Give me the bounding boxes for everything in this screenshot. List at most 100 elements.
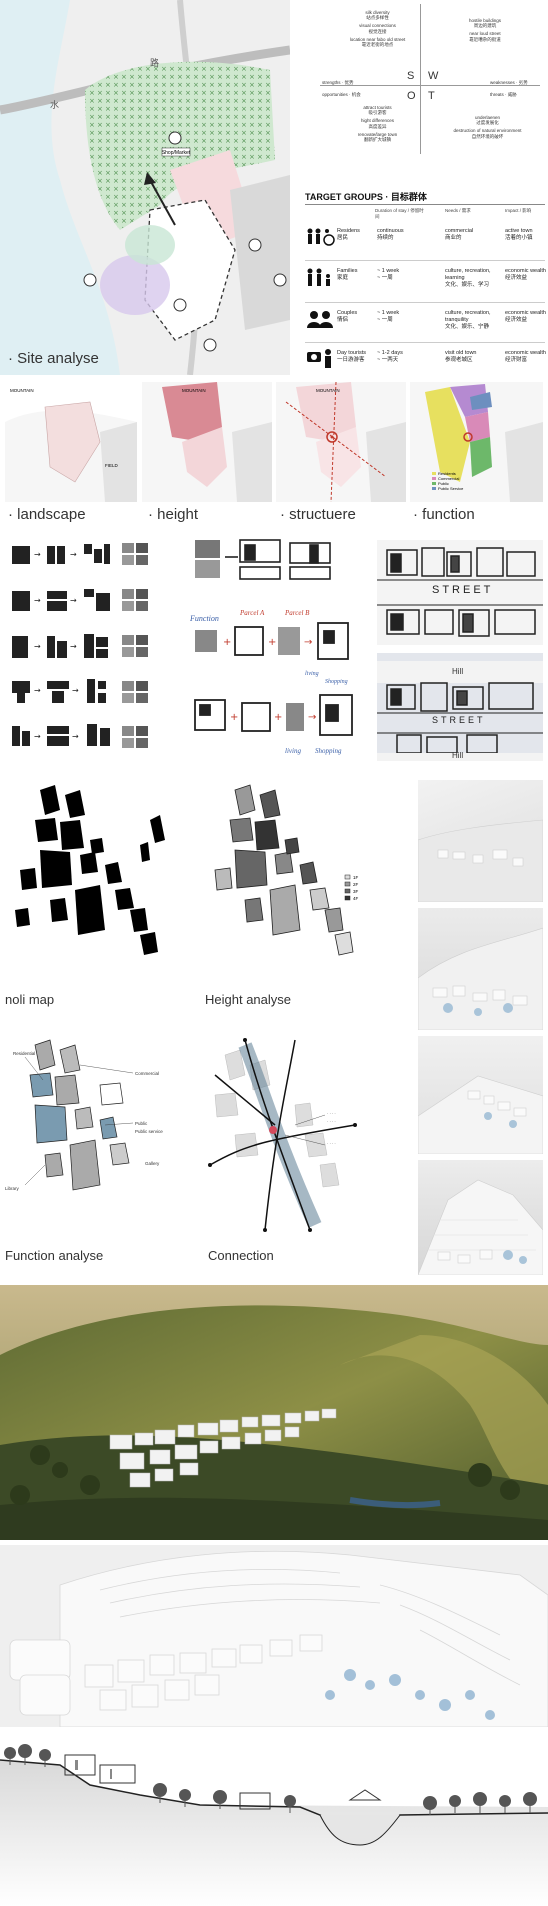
shop-marker [168, 131, 182, 145]
svg-text:Residential: Residential [13, 1051, 35, 1056]
connection-map: · · · · · · · · · · · · [205, 1035, 385, 1235]
svg-text:Parcel A: Parcel A [239, 609, 265, 617]
site-map-drawing: × Shop/Market 水 路 [0, 0, 290, 375]
noli-map [10, 780, 180, 980]
col-needs: Needs / 需求 [445, 208, 471, 213]
tourist-icon [307, 348, 337, 370]
svg-text:· · · ·: · · · · [327, 1119, 336, 1124]
site-analysis-map: × Shop/Market 水 路 · Site analyse [0, 0, 290, 375]
swot-axis-right2: threats · 威胁 [490, 92, 517, 97]
svg-text:Gallery: Gallery [145, 1161, 160, 1166]
sketches-row: → → → → → → → → → → [0, 535, 548, 765]
svg-text:→: → [304, 637, 312, 648]
height-map: MOUNTAIN [142, 382, 272, 502]
svg-text:Library: Library [5, 1186, 20, 1191]
svg-text:Function: Function [190, 614, 219, 623]
hill-label-top: Hill [452, 667, 464, 676]
swot-t: T [428, 90, 435, 102]
road-label: 水 [50, 99, 59, 110]
svg-text:+: + [230, 712, 238, 723]
street-sketch-bottom: Hill STREET Hill [377, 653, 543, 761]
swot-axis-left2: opportunities · 机会 [322, 92, 361, 97]
svg-text:→: → [72, 732, 79, 741]
svg-text:Public: Public [438, 481, 449, 486]
svg-text:4F: 4F [353, 896, 359, 901]
svg-text:→: → [34, 596, 41, 605]
family-icon [305, 268, 335, 288]
svg-text:MOUNTAIN: MOUNTAIN [10, 388, 34, 393]
svg-text:MOUNTAIN: MOUNTAIN [316, 388, 340, 393]
poi-marker-5 [173, 298, 187, 312]
structure-map: MOUNTAIN [276, 382, 406, 502]
landscape-map: MOUNTAIN FIELD [5, 382, 137, 502]
col-impact: Impact / 影响 [505, 208, 532, 213]
structure-caption: · structuere [280, 506, 356, 523]
svg-text:Commercial: Commercial [135, 1071, 159, 1076]
svg-text:→: → [70, 596, 77, 605]
svg-text:Public service: Public service [135, 1129, 163, 1134]
svg-text:→: → [70, 642, 77, 651]
poi-marker-3 [273, 273, 287, 287]
svg-text:Parcel B: Parcel B [284, 609, 310, 617]
hill-label-bottom: Hill [452, 751, 464, 760]
function-analyse-caption: Function analyse [5, 1248, 104, 1263]
target-groups-table: TARGET GROUPS · 目标群体 Duration of stay / … [305, 190, 546, 380]
swot-diagram: S W O T strengths · 优势 weaknesses · 劣势 o… [300, 0, 548, 180]
target-groups-title: TARGET GROUPS · 目标群体 [305, 192, 427, 202]
svg-text:living: living [305, 671, 319, 677]
function-analyse-map: Residential Commercial Public Public ser… [5, 1035, 185, 1235]
swot-o: O [407, 90, 416, 102]
road-label-2: 路 [150, 57, 159, 68]
street-sketch-top: STREET [377, 540, 543, 645]
svg-text:+: + [223, 637, 231, 648]
svg-text:· · · ·: · · · · [327, 1111, 336, 1116]
aerial-rendering [0, 1285, 548, 1540]
svg-text:· · · ·: · · · · [327, 1141, 336, 1146]
model-photo-2 [418, 908, 543, 1030]
svg-text:MOUNTAIN: MOUNTAIN [182, 388, 206, 393]
street-label: STREET [432, 584, 494, 596]
poi-marker-4 [203, 338, 217, 352]
couple-icon [307, 310, 337, 328]
function-sketches: Function Parcel A Parcel B + + → living … [189, 535, 360, 760]
svg-text:3F: 3F [353, 889, 359, 894]
swot-axis-right: weaknesses · 劣势 [490, 80, 528, 85]
site-analyse-caption: · Site analyse [8, 350, 99, 367]
swot-s: S [407, 70, 415, 82]
model-photo-3 [418, 1036, 543, 1154]
svg-text:→: → [34, 732, 41, 741]
site-section-drawing [0, 1735, 548, 1906]
poi-marker-1 [83, 273, 97, 287]
svg-text:→: → [34, 642, 41, 651]
height-caption: · height [148, 506, 199, 523]
landscape-caption: · landscape [8, 506, 86, 523]
svg-text:→: → [34, 686, 41, 695]
svg-text:Commercial: Commercial [438, 476, 459, 481]
svg-text:Shopping: Shopping [315, 747, 342, 755]
transformation-diagrams: → → → → → → → → → → [12, 541, 182, 761]
swot-axis-left: strengths · 优势 [322, 80, 354, 85]
function-caption: · function [413, 506, 475, 523]
svg-text:FIELD: FIELD [105, 463, 119, 468]
noli-map-caption: noli map [5, 992, 55, 1007]
svg-text:→: → [72, 686, 79, 695]
svg-text:Public: Public [135, 1121, 148, 1126]
height-analyse-map: 1F 2F 3F 4F [205, 780, 375, 980]
height-analyse-caption: Height analyse [205, 992, 291, 1007]
function-map: Residents Commercial Public Public Servi… [410, 382, 543, 502]
swot-w: W [428, 70, 439, 82]
connection-caption: Connection [208, 1248, 274, 1263]
analysis-maps-row: MOUNTAIN FIELD MOUNTAIN MOUNTAIN [0, 382, 548, 527]
model-photo-1 [418, 780, 543, 902]
svg-text:2F: 2F [353, 882, 359, 887]
poi-marker-2 [248, 238, 262, 252]
svg-text:→: → [34, 550, 41, 559]
figure-ground-section: noli map 1F [0, 770, 548, 1275]
white-model-photo [0, 1545, 548, 1727]
svg-text:Shopping: Shopping [325, 679, 348, 685]
